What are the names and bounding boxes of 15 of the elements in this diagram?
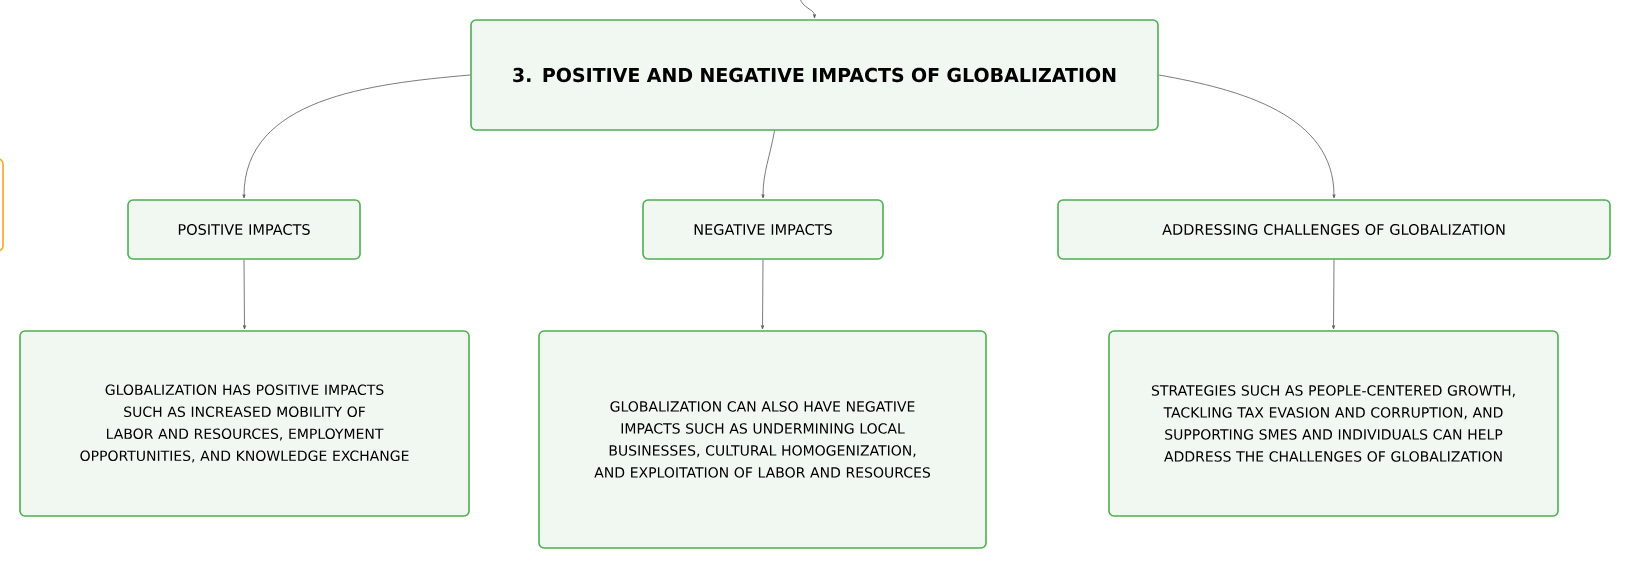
topic-box: 3. POSITIVE AND NEGATIVE IMPACTS OF GLOBALIZATION — [470, 19, 1159, 131]
subtopic-box: ADDRESSING CHALLENGES OF GLOBALIZATION — [1057, 199, 1611, 260]
arrow — [242, 74, 471, 199]
arrow — [1158, 74, 1336, 199]
description-box: STRATEGIES SUCH AS PEOPLE-CENTERED GROWTH, TACKLING TAX EVASION AND CORRUPTION, AND SUPPORTING SMES AND INDIVIDUALS CAN HELP ADDRESS THE CHALLENGES OF GLOBALIZATION — [1108, 330, 1559, 517]
arrow — [799, 0, 817, 19]
arrow — [761, 259, 765, 330]
description-box: GLOBALIZATION CAN ALSO HAVE NEGATIVE IMPACTS SUCH AS UNDERMINING LOCAL BUSINESSES, CULTURAL HOMOGENIZATION, AND EXPLOITATION OF LABOR AND RESOURCES — [538, 330, 987, 549]
subtopic-box: POSITIVE IMPACTS — [127, 199, 361, 260]
partial-box — [0, 158, 4, 252]
arrow — [242, 259, 246, 330]
arrow — [761, 130, 775, 199]
arrow — [1332, 259, 1336, 330]
description-box: GLOBALIZATION HAS POSITIVE IMPACTS SUCH AS INCREASED MOBILITY OF LABOR AND RESOURCES, EMPLOYMENT OPPORTUNITIES, AND KNOWLEDGE EXCHANGE — [19, 330, 470, 517]
subtopic-box: NEGATIVE IMPACTS — [642, 199, 884, 260]
